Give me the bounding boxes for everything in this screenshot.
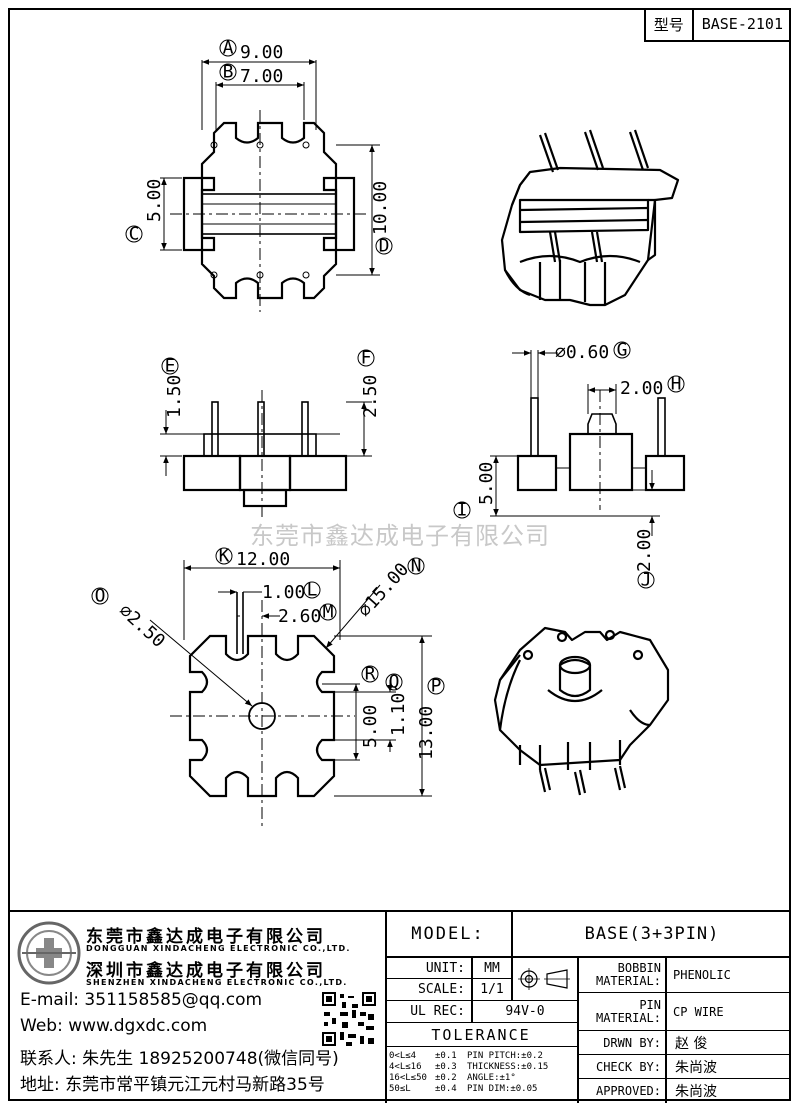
ulrec-label: UL REC: [385, 1000, 471, 1022]
company-name-en-shenzhen: SHENZHEN XINDACHENG ELECTRONIC CO.,LTD. [86, 978, 348, 987]
check-by-label: CHECK BY: [577, 1054, 665, 1078]
bobbin-material-label: BOBBIN MATERIAL: [577, 956, 665, 992]
bottom-view [149, 560, 432, 830]
dimension-values: 9.00 7.00 5.00 10.00 1.50 2.50 ⌀0.60 2.0… [115, 42, 664, 760]
dim-C-value: 5.00 [144, 179, 165, 222]
company-logo-icon [17, 921, 81, 985]
letter-C: C [129, 224, 140, 245]
letter-Q: Q [389, 672, 400, 693]
dimension-callouts [91, 39, 685, 695]
model-value: BASE(3+3PIN) [511, 912, 791, 956]
dim-L-value: 1.00 [262, 582, 305, 603]
dim-P-value: 13.00 [416, 706, 437, 760]
first-angle-projection-icon [518, 968, 570, 990]
letter-M: M [323, 602, 334, 623]
model-label: MODEL: [411, 924, 485, 944]
dim-G-value: ⌀0.60 [555, 342, 609, 363]
scale-value: 1/1 [471, 978, 511, 1000]
dim-F-value: 2.50 [360, 375, 381, 418]
letter-P: P [431, 676, 442, 697]
company-name-cn-dongguan: 东莞市鑫达成电子有限公司 [86, 927, 326, 947]
dim-K-value: 12.00 [236, 549, 290, 570]
letter-I: I [457, 500, 468, 521]
letter-A: A [223, 38, 234, 59]
drawn-by-label: DRWN BY: [577, 1030, 665, 1054]
company-name-en-dongguan: DONGGUAN XINDACHENG ELECTRONIC CO.,LTD. [86, 944, 351, 953]
dim-N-value: ⌀15.00 [354, 559, 413, 621]
dim-I-value: 5.00 [476, 462, 497, 505]
scale-label: SCALE: [385, 978, 471, 1000]
dim-D-value: 10.00 [370, 181, 391, 235]
dim-O-value: ⌀2.50 [115, 600, 169, 652]
front-view [160, 390, 372, 520]
dim-M-value: 2.60 [278, 606, 321, 627]
model-number-label: 型号 [646, 8, 694, 40]
callout-letters: A B C D E F G H I J K L M N O P Q R [95, 38, 682, 697]
watermark-text: 东莞市鑫达成电子有限公司 [250, 522, 550, 550]
bobbin-material-value: PHENOLIC [665, 956, 791, 992]
contact-address: 地址: 东莞市常平镇元江元村马新路35号 [20, 1075, 325, 1095]
letter-B: B [223, 62, 234, 83]
qr-code-icon [320, 990, 378, 1048]
letter-N: N [411, 556, 422, 577]
pin-material-value: CP WIRE [665, 992, 791, 1030]
approved-by-label: APPROVED: [577, 1078, 665, 1103]
contact-web: Web: www.dgxdc.com [20, 1016, 208, 1036]
spec-grid: MODEL: BASE(3+3PIN) UNIT: MM SCALE: 1/1 … [385, 912, 791, 1103]
isometric-view-bottom [493, 626, 670, 796]
model-number-box: 型号 BASE-2101 [643, 8, 791, 42]
ulrec-value: 94V-0 [471, 1000, 577, 1022]
dim-H-value: 2.00 [620, 378, 663, 399]
model-number-value: BASE-2101 [701, 15, 783, 33]
dim-J-value: 2.00 [634, 529, 655, 572]
drawing-frame [8, 8, 791, 1101]
letter-D: D [379, 236, 390, 257]
contact-person: 联系人: 朱先生 18925200748(微信同号) [20, 1049, 339, 1069]
dim-R-value: 5.00 [360, 705, 381, 748]
company-name-cn-shenzhen: 深圳市鑫达成电子有限公司 [86, 961, 326, 981]
side-view [490, 350, 686, 536]
contact-email: E-mail: 351158585@qq.com [20, 990, 263, 1010]
letter-G: G [617, 340, 628, 361]
pin-material-label: PIN MATERIAL: [577, 992, 665, 1030]
letter-F: F [361, 348, 372, 369]
unit-label: UNIT: [385, 956, 471, 978]
dim-Q-value: 1.10 [388, 693, 409, 736]
letter-O: O [95, 586, 106, 607]
tolerance-label: TOLERANCE [385, 1022, 577, 1046]
company-panel: 东莞市鑫达成电子有限公司 DONGGUAN XINDACHENG ELECTRO… [8, 912, 387, 1103]
letter-K: K [219, 546, 230, 567]
letter-E: E [165, 356, 176, 377]
letter-L: L [307, 580, 318, 601]
letter-H: H [671, 374, 682, 395]
projection-symbol [511, 956, 577, 1000]
dim-B-value: 7.00 [240, 66, 283, 87]
check-by-value: 朱尚波 [665, 1054, 791, 1078]
title-block: 东莞市鑫达成电子有限公司 DONGGUAN XINDACHENG ELECTRO… [8, 910, 791, 1103]
drawn-by-value: 赵 俊 [665, 1030, 791, 1054]
dim-E-value: 1.50 [164, 375, 185, 418]
unit-value: MM [471, 956, 511, 978]
letter-R: R [365, 664, 376, 685]
dim-A-value: 9.00 [240, 42, 283, 63]
isometric-view-top [500, 129, 680, 307]
top-view [160, 59, 380, 312]
letter-J: J [641, 570, 652, 591]
technical-drawing: A B C D E F G H I J K L M N O P Q R 9.00… [91, 38, 686, 830]
approved-by-value: 朱尚波 [665, 1078, 791, 1103]
